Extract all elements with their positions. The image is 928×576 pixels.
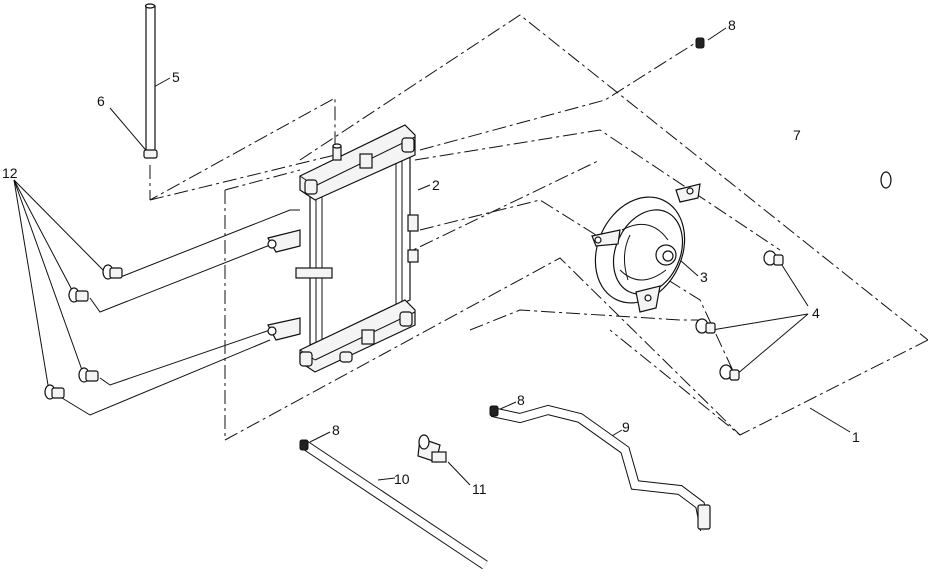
callout-11: 11 xyxy=(472,481,487,497)
callout-7: 7 xyxy=(793,127,801,143)
bolt-2 xyxy=(68,287,89,303)
callout-8-upper: 8 xyxy=(728,17,736,33)
grommet-upper xyxy=(763,250,784,266)
upper-hose xyxy=(695,37,892,191)
radiator xyxy=(267,124,419,373)
callout-8-middle: 8 xyxy=(517,392,525,408)
bolt-3 xyxy=(78,367,99,383)
assembly-boundary-lines xyxy=(149,14,928,441)
callout-6: 6 xyxy=(97,93,105,109)
callout-labels: 1 2 3 4 5 6 7 8 8 8 9 10 11 12 xyxy=(2,17,860,497)
grommet-middle xyxy=(695,318,716,334)
grommet-lower xyxy=(719,364,740,381)
callout-9: 9 xyxy=(622,419,630,435)
overflow-tube xyxy=(143,3,158,159)
callout-4: 4 xyxy=(812,305,820,321)
bolt-leader-lines xyxy=(13,179,300,416)
fan-mount-grommets xyxy=(695,250,784,381)
callout-1: 1 xyxy=(852,429,860,445)
bypass-tube xyxy=(299,439,488,570)
temperature-switch xyxy=(417,434,447,463)
callout-8-lower: 8 xyxy=(332,422,340,438)
bolt-4 xyxy=(44,384,65,400)
cooling-fan xyxy=(591,183,701,313)
callout-2: 2 xyxy=(432,177,440,193)
lower-hose xyxy=(489,404,711,531)
callout-10: 10 xyxy=(394,471,410,487)
callout-12: 12 xyxy=(2,165,18,181)
callout-5: 5 xyxy=(172,69,180,85)
radiator-mount-bolts xyxy=(44,264,123,400)
bolt-1 xyxy=(102,264,123,280)
callout-3: 3 xyxy=(700,269,708,285)
